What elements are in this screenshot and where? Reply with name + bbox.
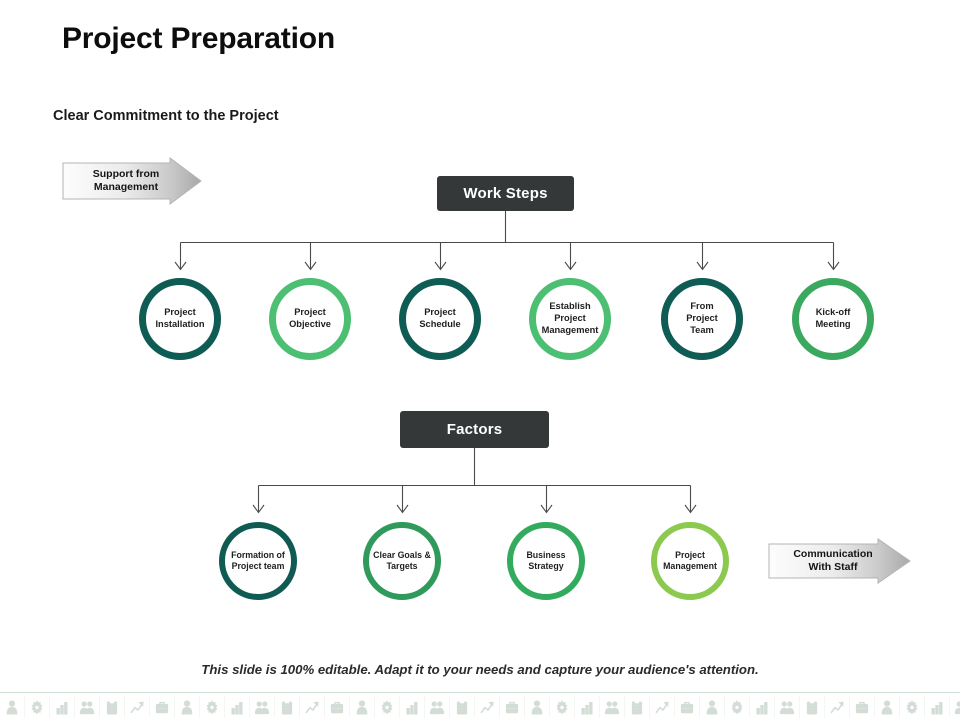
gear-icon <box>200 696 225 718</box>
node-label: Formation of Project team <box>231 549 285 571</box>
node-kick-off-meeting[interactable]: Kick-off Meeting <box>792 278 874 360</box>
bar-chart-icon <box>925 696 950 718</box>
people-icon <box>75 696 100 718</box>
people-icon <box>250 696 275 718</box>
node-clear-goals-and-targets[interactable]: Clear Goals & Targets <box>363 522 441 600</box>
clipboard-icon <box>800 696 825 718</box>
node-establish-project-management[interactable]: Establish Project Management <box>529 278 611 360</box>
person-icon <box>0 696 25 718</box>
gear-icon <box>550 696 575 718</box>
clipboard-icon <box>450 696 475 718</box>
gear-icon <box>25 696 50 718</box>
clipboard-icon <box>275 696 300 718</box>
node-project-installation[interactable]: Project Installation <box>139 278 221 360</box>
node-label: From Project Team <box>686 301 718 335</box>
gear-icon <box>375 696 400 718</box>
people-icon <box>775 696 800 718</box>
node-label: Establish Project Management <box>541 301 599 335</box>
header-box-work-steps[interactable]: Work Steps <box>437 176 574 211</box>
node-from-project-team[interactable]: From Project Team <box>661 278 743 360</box>
node-label: Project Management <box>663 549 717 571</box>
person-icon <box>350 696 375 718</box>
node-label: Project Installation <box>155 307 205 329</box>
chart-up-icon <box>825 696 850 718</box>
people-icon <box>425 696 450 718</box>
gear-icon <box>725 696 750 718</box>
people-icon <box>950 696 960 718</box>
node-formation-of-project-team[interactable]: Formation of Project team <box>219 522 297 600</box>
gear-icon <box>900 696 925 718</box>
bar-chart-icon <box>575 696 600 718</box>
callout-communication-with-staff[interactable]: Communication With Staff <box>768 538 911 584</box>
bar-chart-icon <box>50 696 75 718</box>
bar-chart-icon <box>225 696 250 718</box>
briefcase-icon <box>150 696 175 718</box>
person-icon <box>875 696 900 718</box>
node-business-strategy[interactable]: Business Strategy <box>507 522 585 600</box>
node-label: Project Objective <box>289 307 331 329</box>
node-project-management[interactable]: Project Management <box>651 522 729 600</box>
section-subtitle: Clear Commitment to the Project <box>53 108 279 124</box>
chart-up-icon <box>475 696 500 718</box>
briefcase-icon <box>325 696 350 718</box>
footer-note: This slide is 100% editable. Adapt it to… <box>201 662 759 677</box>
bar-chart-icon <box>750 696 775 718</box>
node-label: Clear Goals & Targets <box>373 549 431 571</box>
person-icon <box>525 696 550 718</box>
clipboard-icon <box>625 696 650 718</box>
people-icon <box>600 696 625 718</box>
briefcase-icon <box>675 696 700 718</box>
header-box-factors[interactable]: Factors <box>400 411 549 448</box>
right-arrow-banner-icon <box>62 157 202 205</box>
node-label: Project Schedule <box>419 307 461 329</box>
node-label: Business Strategy <box>526 549 566 571</box>
node-project-schedule[interactable]: Project Schedule <box>399 278 481 360</box>
chart-up-icon <box>650 696 675 718</box>
person-icon <box>175 696 200 718</box>
briefcase-icon <box>850 696 875 718</box>
clipboard-icon <box>100 696 125 718</box>
node-label: Kick-off Meeting <box>815 307 851 329</box>
briefcase-icon <box>500 696 525 718</box>
right-arrow-banner-icon <box>768 538 911 584</box>
chart-up-icon <box>125 696 150 718</box>
person-icon <box>700 696 725 718</box>
callout-support-from-management[interactable]: Support from Management <box>62 157 202 205</box>
decorative-icon-strip <box>0 692 960 721</box>
page-title: Project Preparation <box>62 22 335 55</box>
bar-chart-icon <box>400 696 425 718</box>
node-project-objective[interactable]: Project Objective <box>269 278 351 360</box>
chart-up-icon <box>300 696 325 718</box>
